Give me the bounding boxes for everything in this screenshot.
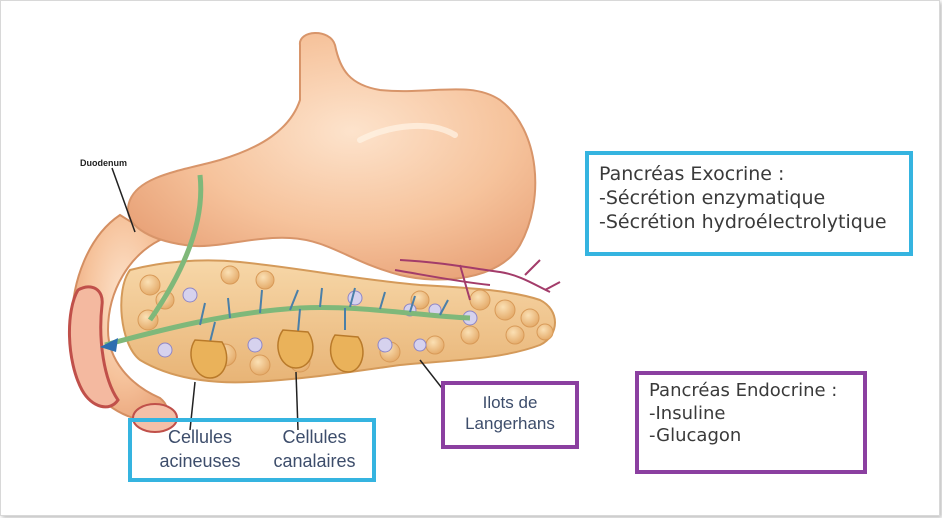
- islets-label-line2: Langerhans: [445, 413, 575, 434]
- ductal-cells-label: Cellules canalaires: [262, 425, 367, 474]
- acinar-cells-label: Cellules acineuses: [150, 425, 250, 474]
- ductal-line2: canalaires: [262, 449, 367, 473]
- endocrine-box: Pancréas Endocrine : -Insuline -Glucagon: [635, 371, 867, 474]
- exocrine-box: Pancréas Exocrine : -Sécrétion enzymatiq…: [585, 151, 913, 256]
- islets-label-line1: Ilots de: [445, 392, 575, 413]
- endocrine-item-glucagon: -Glucagon: [649, 425, 853, 448]
- ductal-line1: Cellules: [262, 425, 367, 449]
- acinar-line1: Cellules: [150, 425, 250, 449]
- exocrine-title: Pancréas Exocrine :: [599, 163, 899, 187]
- endocrine-title: Pancréas Endocrine :: [649, 380, 853, 403]
- acinar-line2: acineuses: [150, 449, 250, 473]
- duodenum-label: Duodenum: [80, 158, 127, 168]
- exocrine-item-enzymatic: -Sécrétion enzymatique: [599, 187, 899, 211]
- endocrine-item-insulin: -Insuline: [649, 403, 853, 426]
- exocrine-item-hydroelectrolytic: -Sécrétion hydroélectrolytique: [599, 211, 899, 235]
- islets-label-box: Ilots de Langerhans: [441, 381, 579, 449]
